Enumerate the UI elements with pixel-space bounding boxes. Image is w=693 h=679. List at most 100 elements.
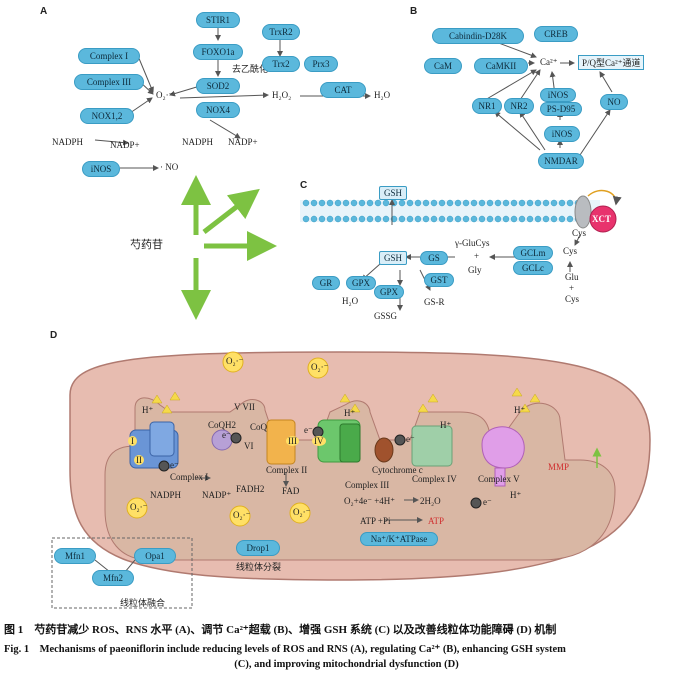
- xct-arc: [587, 189, 622, 206]
- nadph-label-a2: NADPH: [182, 137, 214, 147]
- panel-label-c: C: [300, 180, 308, 191]
- nr2-node: NR2: [504, 98, 534, 114]
- e-minus-5: e⁻: [483, 497, 492, 507]
- trx2-node: Trx2: [262, 56, 300, 72]
- o2-radical-d1: O₂·⁻: [226, 356, 244, 366]
- v-vii-label: V VII: [234, 402, 255, 412]
- complex-iii-label-d: Complex III: [345, 480, 390, 490]
- fusion-box: [51, 537, 193, 609]
- complex-i-node: Complex I: [78, 48, 140, 64]
- e-minus-1: e⁻: [170, 460, 179, 470]
- no-label-a: · NO: [160, 162, 179, 172]
- paeoniflorin-label: 芍药苷: [130, 239, 163, 251]
- gsr-label: GS-R: [424, 297, 445, 307]
- plus-label-c2: +: [569, 283, 575, 293]
- ros-circles: [126, 351, 329, 527]
- glu-label: Glu: [565, 272, 579, 282]
- nadph-label-d: NADPH: [150, 490, 182, 500]
- inos-node-b1: iNOS: [540, 88, 576, 102]
- gamma-glucys-label: γ-GluCys: [455, 238, 490, 248]
- gst-node: GST: [424, 273, 454, 287]
- roman-iv-label: IV: [312, 436, 326, 446]
- pq-channel-label: P/Q型Ca²⁺通道: [578, 55, 645, 70]
- panel-label-d: D: [50, 330, 58, 341]
- gs-node: GS: [420, 251, 448, 265]
- fadh2-label: FADH2: [236, 484, 265, 494]
- fusion-label: 线粒体融合: [120, 598, 166, 608]
- cys-label-1: Cys: [572, 228, 587, 238]
- transporter-grey: [574, 195, 592, 229]
- cytochrome-c-label: Cytochrome c: [372, 465, 423, 475]
- caption-cn: 图 1 芍药苷减少 ROS、RNS 水平 (A)、调节 Ca²⁺超载 (B)、增…: [4, 624, 557, 636]
- h-plus-4: H⁺: [514, 405, 526, 415]
- h-plus-2: H⁺: [344, 408, 356, 418]
- proton-triangles: [151, 387, 541, 414]
- cam-node: CaM: [424, 58, 462, 74]
- gpx-node-1: GPX: [346, 276, 376, 290]
- o2-radical-d2: O₂·⁻: [311, 362, 329, 372]
- roman-iii-label: III: [286, 436, 299, 446]
- h-plus-5: H⁺: [510, 490, 522, 500]
- h-plus-1: H⁺: [142, 405, 154, 415]
- complex-iii-node: Complex III: [74, 74, 144, 90]
- atp-pi-label: ATP +Pi: [360, 516, 391, 526]
- center-arrows: [181, 175, 277, 320]
- caption-en-2: (C), and improving mitochondrial dysfunc…: [234, 659, 459, 670]
- opa1-node: Opa1: [134, 548, 176, 564]
- cys-label-2: Cys: [563, 246, 578, 256]
- h2o-label-a: H₂O: [374, 90, 391, 100]
- psd95-node: PS-D95: [540, 102, 582, 116]
- o2-radical-d4: O₂·⁻: [233, 510, 251, 520]
- coqh2-label: CoQH2: [208, 420, 237, 430]
- o2-radical-d3: O₂·⁻: [130, 502, 148, 512]
- gclm-node: GCLm: [513, 246, 553, 260]
- nr1-node: NR1: [472, 98, 502, 114]
- complex-i-label-d: Complex I: [170, 472, 209, 482]
- panel-label-b: B: [410, 6, 418, 17]
- no-node-b: NO: [600, 94, 628, 110]
- roman-i-label: I: [128, 436, 137, 446]
- inos-node-a: iNOS: [82, 161, 120, 177]
- h2o2-label: H₂O₂: [272, 90, 292, 100]
- deacetylation-label: 去乙酰化: [232, 64, 269, 74]
- atpase-node: Na⁺/K⁺ATPase: [360, 532, 438, 546]
- creb-node: CREB: [534, 26, 578, 42]
- cat-node: CAT: [320, 82, 366, 98]
- inos-node-b2: iNOS: [544, 126, 580, 142]
- e-minus-2: e⁻: [222, 430, 231, 440]
- reaction-label: O₂+4e⁻ +4H⁺: [344, 496, 396, 506]
- electron-circles: [158, 426, 482, 509]
- nadph-label-a1: NADPH: [52, 137, 84, 147]
- panel-d-arrows: [196, 472, 423, 523]
- gly-label: Gly: [468, 265, 482, 275]
- h2o-label-c: H₂O: [342, 296, 359, 306]
- camkii-node: CaMKII: [474, 58, 528, 74]
- complex-iv-label-d: Complex IV: [412, 474, 457, 484]
- gssg-label: GSSG: [374, 311, 398, 321]
- nadp-label-d: NADP⁺: [202, 490, 232, 500]
- foxo1a-node: FOXO1a: [193, 44, 243, 60]
- atp-label: ATP: [428, 516, 445, 526]
- cys-label-3: Cys: [565, 294, 580, 304]
- roman-ii-label: II: [134, 455, 144, 465]
- sod2-node: SOD2: [196, 78, 240, 94]
- nmdar-node: NMDAR: [538, 153, 584, 169]
- caption-en-1: Fig. 1 Mechanisms of paeoniflorin includ…: [4, 644, 566, 655]
- membrane: [300, 199, 600, 223]
- nadp-label-a2: NADP+: [228, 137, 258, 147]
- nadp-label-a1: NADP+: [110, 140, 140, 150]
- prx3-node: Prx3: [304, 56, 338, 72]
- fad-label: FAD: [282, 486, 300, 496]
- cabindin-node: Cabindin-D28K: [432, 28, 524, 44]
- complex-ii-label-d: Complex II: [266, 465, 308, 475]
- h2o-label-d: 2H₂O: [420, 496, 441, 506]
- e-minus-4: e⁻: [406, 434, 415, 444]
- vi-label: VI: [244, 441, 254, 451]
- complex-v-label-d: Complex V: [478, 474, 520, 484]
- plus-label-c1: +: [474, 251, 480, 261]
- nox12-node: NOX1,2: [80, 108, 134, 124]
- complex-shapes: [129, 419, 525, 487]
- xct-transporter: [589, 205, 617, 233]
- fission-label: 线粒体分裂: [236, 562, 282, 572]
